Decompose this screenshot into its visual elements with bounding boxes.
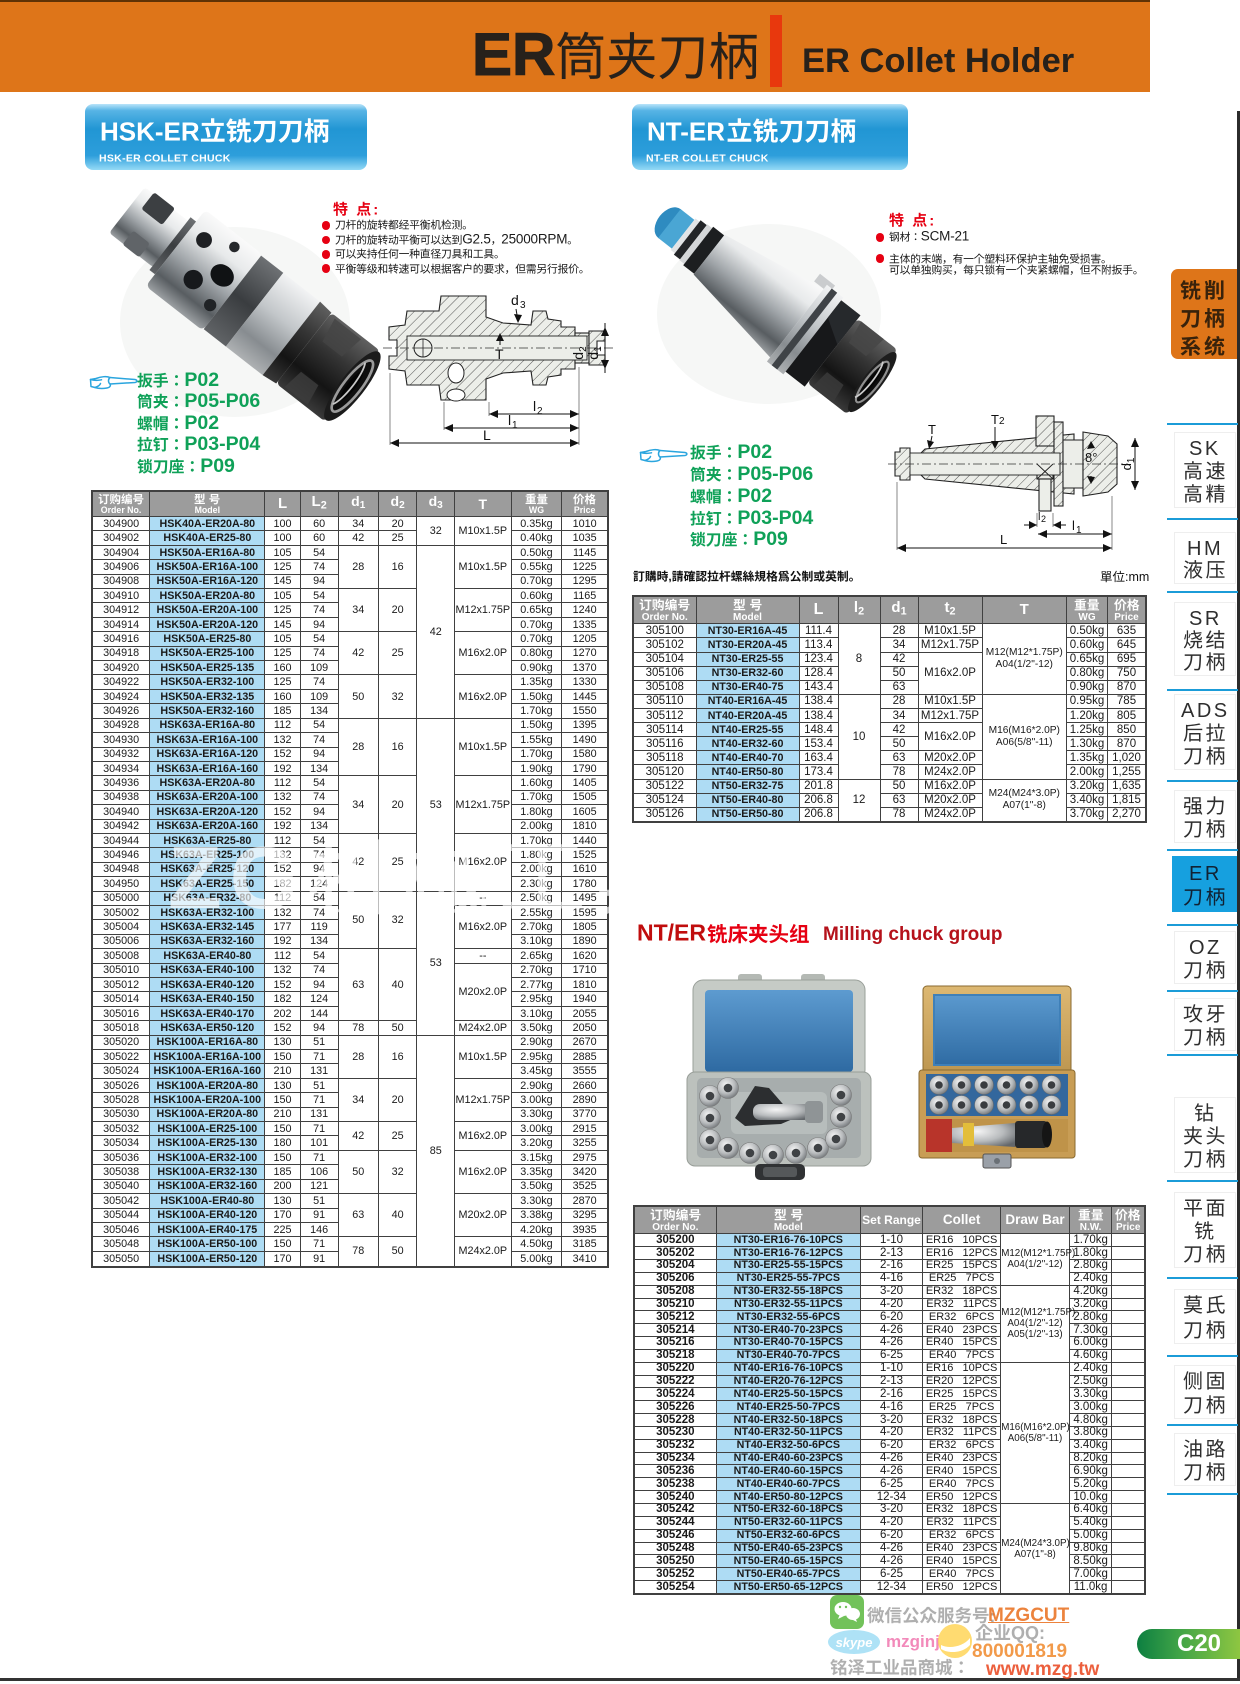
svg-text::: : xyxy=(929,212,936,229)
svg-text:OZ: OZ xyxy=(1189,937,1222,959)
svg-text:P09: P09 xyxy=(200,455,235,477)
svg-text:G2.5: G2.5 xyxy=(462,231,490,246)
svg-text:SR: SR xyxy=(1189,608,1222,630)
svg-text:2: 2 xyxy=(1041,514,1046,524)
svg-text:P09: P09 xyxy=(753,529,788,551)
svg-text:,: , xyxy=(668,570,671,584)
svg-text:P03-P04: P03-P04 xyxy=(184,433,260,455)
svg-text::: : xyxy=(990,1606,996,1626)
svg-text:ER Collet Holder: ER Collet Holder xyxy=(802,42,1074,80)
svg-text:NT/ER: NT/ER xyxy=(637,920,706,946)
svg-text:HM: HM xyxy=(1187,538,1223,560)
svg-text:Milling chuck group: Milling chuck group xyxy=(823,924,1002,945)
svg-text:25000RPM: 25000RPM xyxy=(501,231,567,246)
svg-text:l: l xyxy=(1038,511,1040,523)
svg-text:ZG: ZG xyxy=(168,828,306,927)
svg-text:1: 1 xyxy=(512,420,518,431)
svg-text:QQ:: QQ: xyxy=(1011,1623,1045,1643)
svg-text:SK: SK xyxy=(1189,438,1221,460)
svg-text:P03-P04: P03-P04 xyxy=(737,507,813,529)
svg-text:3: 3 xyxy=(520,300,526,311)
svg-text:8°: 8° xyxy=(1085,450,1097,465)
svg-text::: : xyxy=(373,201,380,218)
svg-text:l: l xyxy=(1072,518,1075,533)
svg-text:NT-ER: NT-ER xyxy=(647,116,725,146)
svg-text:ER: ER xyxy=(1189,863,1222,885)
svg-text:L: L xyxy=(483,427,491,443)
svg-text:HSK-ER: HSK-ER xyxy=(100,116,200,146)
svg-text:L: L xyxy=(1000,532,1007,547)
svg-text:P02: P02 xyxy=(184,369,219,391)
svg-text:P02: P02 xyxy=(184,412,219,434)
svg-text:T: T xyxy=(495,346,504,362)
svg-text:HSK-ER COLLET CHUCK: HSK-ER COLLET CHUCK xyxy=(99,152,231,164)
svg-text:T: T xyxy=(928,422,936,437)
svg-text:P02: P02 xyxy=(737,485,772,507)
svg-text:2: 2 xyxy=(537,406,543,417)
svg-text:2: 2 xyxy=(999,416,1005,427)
svg-text:P05-P06: P05-P06 xyxy=(184,390,260,412)
svg-text:ER: ER xyxy=(472,21,555,88)
svg-text:l: l xyxy=(508,412,511,428)
svg-text:P05-P06: P05-P06 xyxy=(737,463,813,485)
svg-text:skype: skype xyxy=(836,1635,873,1650)
svg-text:P02: P02 xyxy=(737,441,772,463)
svg-text:1: 1 xyxy=(1076,525,1082,536)
svg-text:SCM-21: SCM-21 xyxy=(921,229,969,244)
svg-text:d: d xyxy=(511,292,519,308)
svg-text:NT-ER COLLET CHUCK: NT-ER COLLET CHUCK xyxy=(646,152,769,164)
svg-text:d1: d1 xyxy=(1119,457,1137,470)
svg-text:T: T xyxy=(991,412,999,427)
svg-text:l: l xyxy=(533,398,536,414)
svg-text::mm: :mm xyxy=(1125,570,1149,584)
svg-text:ADS: ADS xyxy=(1181,700,1230,722)
